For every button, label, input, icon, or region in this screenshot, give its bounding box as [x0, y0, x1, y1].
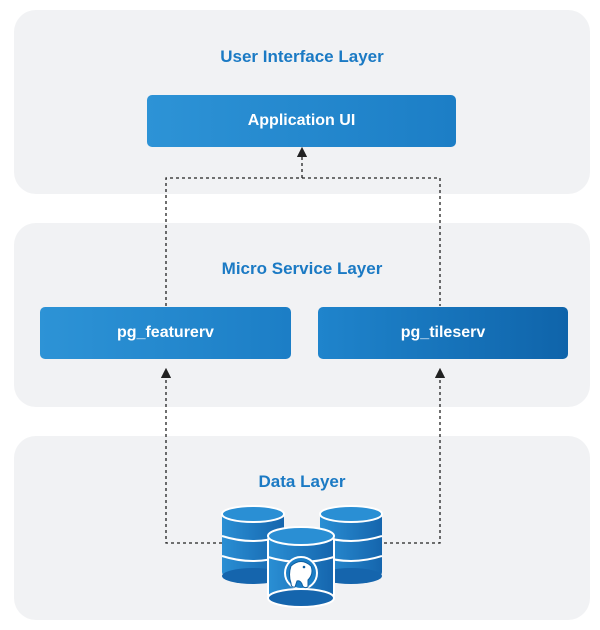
micro-service-layer-title: Micro Service Layer [221, 259, 383, 278]
data-layer-panel: Data Layer [14, 436, 590, 620]
pg-tileserv-box: pg_tileserv [318, 307, 568, 359]
application-ui-box: Application UI [147, 95, 456, 147]
pg-featureserv-box: pg_featurerv [40, 307, 291, 359]
ui-layer-title: User Interface Layer [220, 47, 384, 66]
data-layer-title: Data Layer [258, 472, 346, 491]
